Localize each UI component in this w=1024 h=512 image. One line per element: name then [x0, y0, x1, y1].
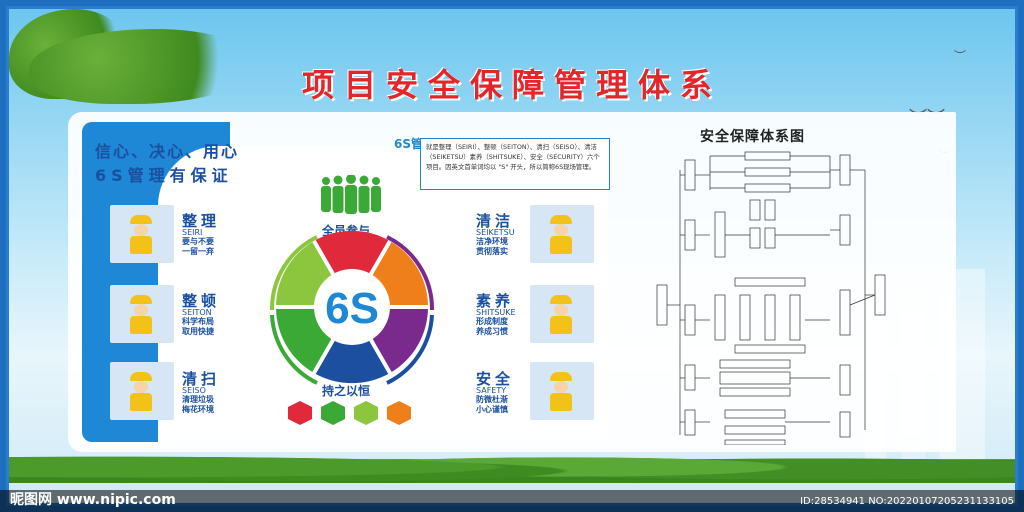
flow-node: [839, 154, 851, 186]
flow-node: [839, 289, 851, 336]
flow-node: [744, 151, 791, 161]
slogan-line-2: 6S管理有保证: [95, 166, 233, 185]
flow-node: [656, 284, 668, 326]
slogan-line-1: 信心、决心、用心: [95, 142, 240, 161]
flow-node: [764, 294, 776, 341]
bird-icon: ︶: [954, 49, 967, 63]
worker-icon: [550, 215, 572, 255]
flow-node: [789, 294, 801, 341]
item-title-seiso: 清扫: [182, 370, 221, 388]
worker-icon: [130, 372, 152, 412]
watermark-id: ID:28534941 NO:20220107205231133105: [800, 496, 1014, 507]
flow-node: [684, 409, 696, 436]
6s-wheel-diagram: 6S: [269, 230, 435, 385]
safety-system-flowchart: [656, 151, 886, 445]
item-title-shitsuke: 素养: [476, 292, 515, 310]
flow-node: [684, 219, 696, 251]
item-desc-seiketsu: 洁净环境贯彻落实: [476, 237, 508, 256]
poster-title: 项目安全保障管理体系: [301, 66, 722, 104]
watermark-bar: [0, 490, 1024, 512]
flow-node: [684, 159, 696, 191]
wheel-arc-blue-bottom: [386, 314, 434, 385]
diagram-title: 安全保障体系图: [700, 129, 805, 145]
wheel-center-circle: [314, 269, 390, 345]
item-desc-seiso: 清理垃圾梅花环境: [182, 395, 214, 414]
flow-node: [684, 304, 696, 336]
flow-node: [839, 214, 851, 246]
flow-node: [719, 359, 791, 369]
flow-node: [724, 425, 786, 435]
worker-icon: [550, 295, 572, 335]
worker-icon: [130, 295, 152, 335]
item-en-safety: SAFETY: [476, 386, 507, 395]
wheel-segment: [314, 230, 390, 307]
people-group-icon: [321, 175, 381, 214]
worker-illustration-card: [110, 362, 174, 420]
item-desc-seiri: 要与不要一留一弃: [182, 237, 214, 256]
worker-illustration-card: [110, 205, 174, 263]
flow-node: [839, 411, 851, 438]
flow-node: [764, 199, 776, 221]
item-desc-safety: 防微杜渐小心谨慎: [476, 395, 508, 414]
item-en-seiso: SEISO: [182, 386, 206, 395]
6s-description-box: 就是整理（SEIRI）、整顿（SEITON）、清扫（SEISO）、清洁（SEIK…: [420, 138, 610, 190]
wheel-segment: [314, 307, 390, 384]
hexagon-green-icon: [321, 401, 345, 425]
flow-node: [714, 211, 726, 258]
flow-node: [734, 277, 806, 287]
wheel-bottom-label: 持之以恒: [322, 384, 371, 398]
wheel-center-text: 6S: [325, 284, 379, 333]
flow-node: [734, 344, 806, 354]
wheel-arc-green-bottom: [270, 314, 318, 385]
item-en-seiketsu: SEIKETSU: [476, 228, 515, 237]
item-title-seiketsu: 清洁: [476, 212, 515, 230]
flow-node: [719, 371, 791, 385]
item-title-seiri: 整理: [182, 212, 221, 230]
item-desc-shitsuke: 形成制度养成习惯: [476, 317, 508, 336]
hexagon-row: [288, 401, 411, 425]
flow-node: [714, 294, 726, 341]
tree-decoration: [29, 29, 259, 104]
wheel-arc-green: [269, 235, 318, 311]
flow-node: [764, 227, 776, 249]
item-desc-seiton: 科学布局取用快捷: [182, 317, 214, 336]
flow-node: [744, 167, 791, 177]
worker-icon: [550, 372, 572, 412]
flow-node: [749, 199, 761, 221]
flow-node: [724, 439, 786, 445]
item-en-shitsuke: SHITSUKE: [476, 308, 516, 317]
item-en-seiri: SEIRI: [182, 228, 203, 237]
item-en-seiton: SEITON: [182, 308, 212, 317]
hexagon-red-icon: [288, 401, 312, 425]
flow-node: [724, 409, 786, 419]
flow-node: [684, 364, 696, 391]
item-title-seiton: 整顿: [182, 292, 221, 310]
flow-node: [874, 274, 886, 316]
worker-illustration-card: [530, 205, 594, 263]
watermark-site: 昵图网 www.nipic.com: [10, 492, 176, 508]
worker-illustration-card: [110, 285, 174, 343]
flow-node: [719, 387, 791, 397]
flow-node: [744, 183, 791, 193]
wheel-arc-purple: [386, 235, 435, 311]
flow-node: [749, 227, 761, 249]
hexagon-lime-icon: [354, 401, 378, 425]
item-title-safety: 安全: [476, 370, 515, 388]
worker-illustration-card: [530, 285, 594, 343]
flow-node: [839, 364, 851, 396]
worker-illustration-card: [530, 362, 594, 420]
worker-icon: [130, 215, 152, 255]
hexagon-orange-icon: [387, 401, 411, 425]
flow-node: [739, 294, 751, 341]
